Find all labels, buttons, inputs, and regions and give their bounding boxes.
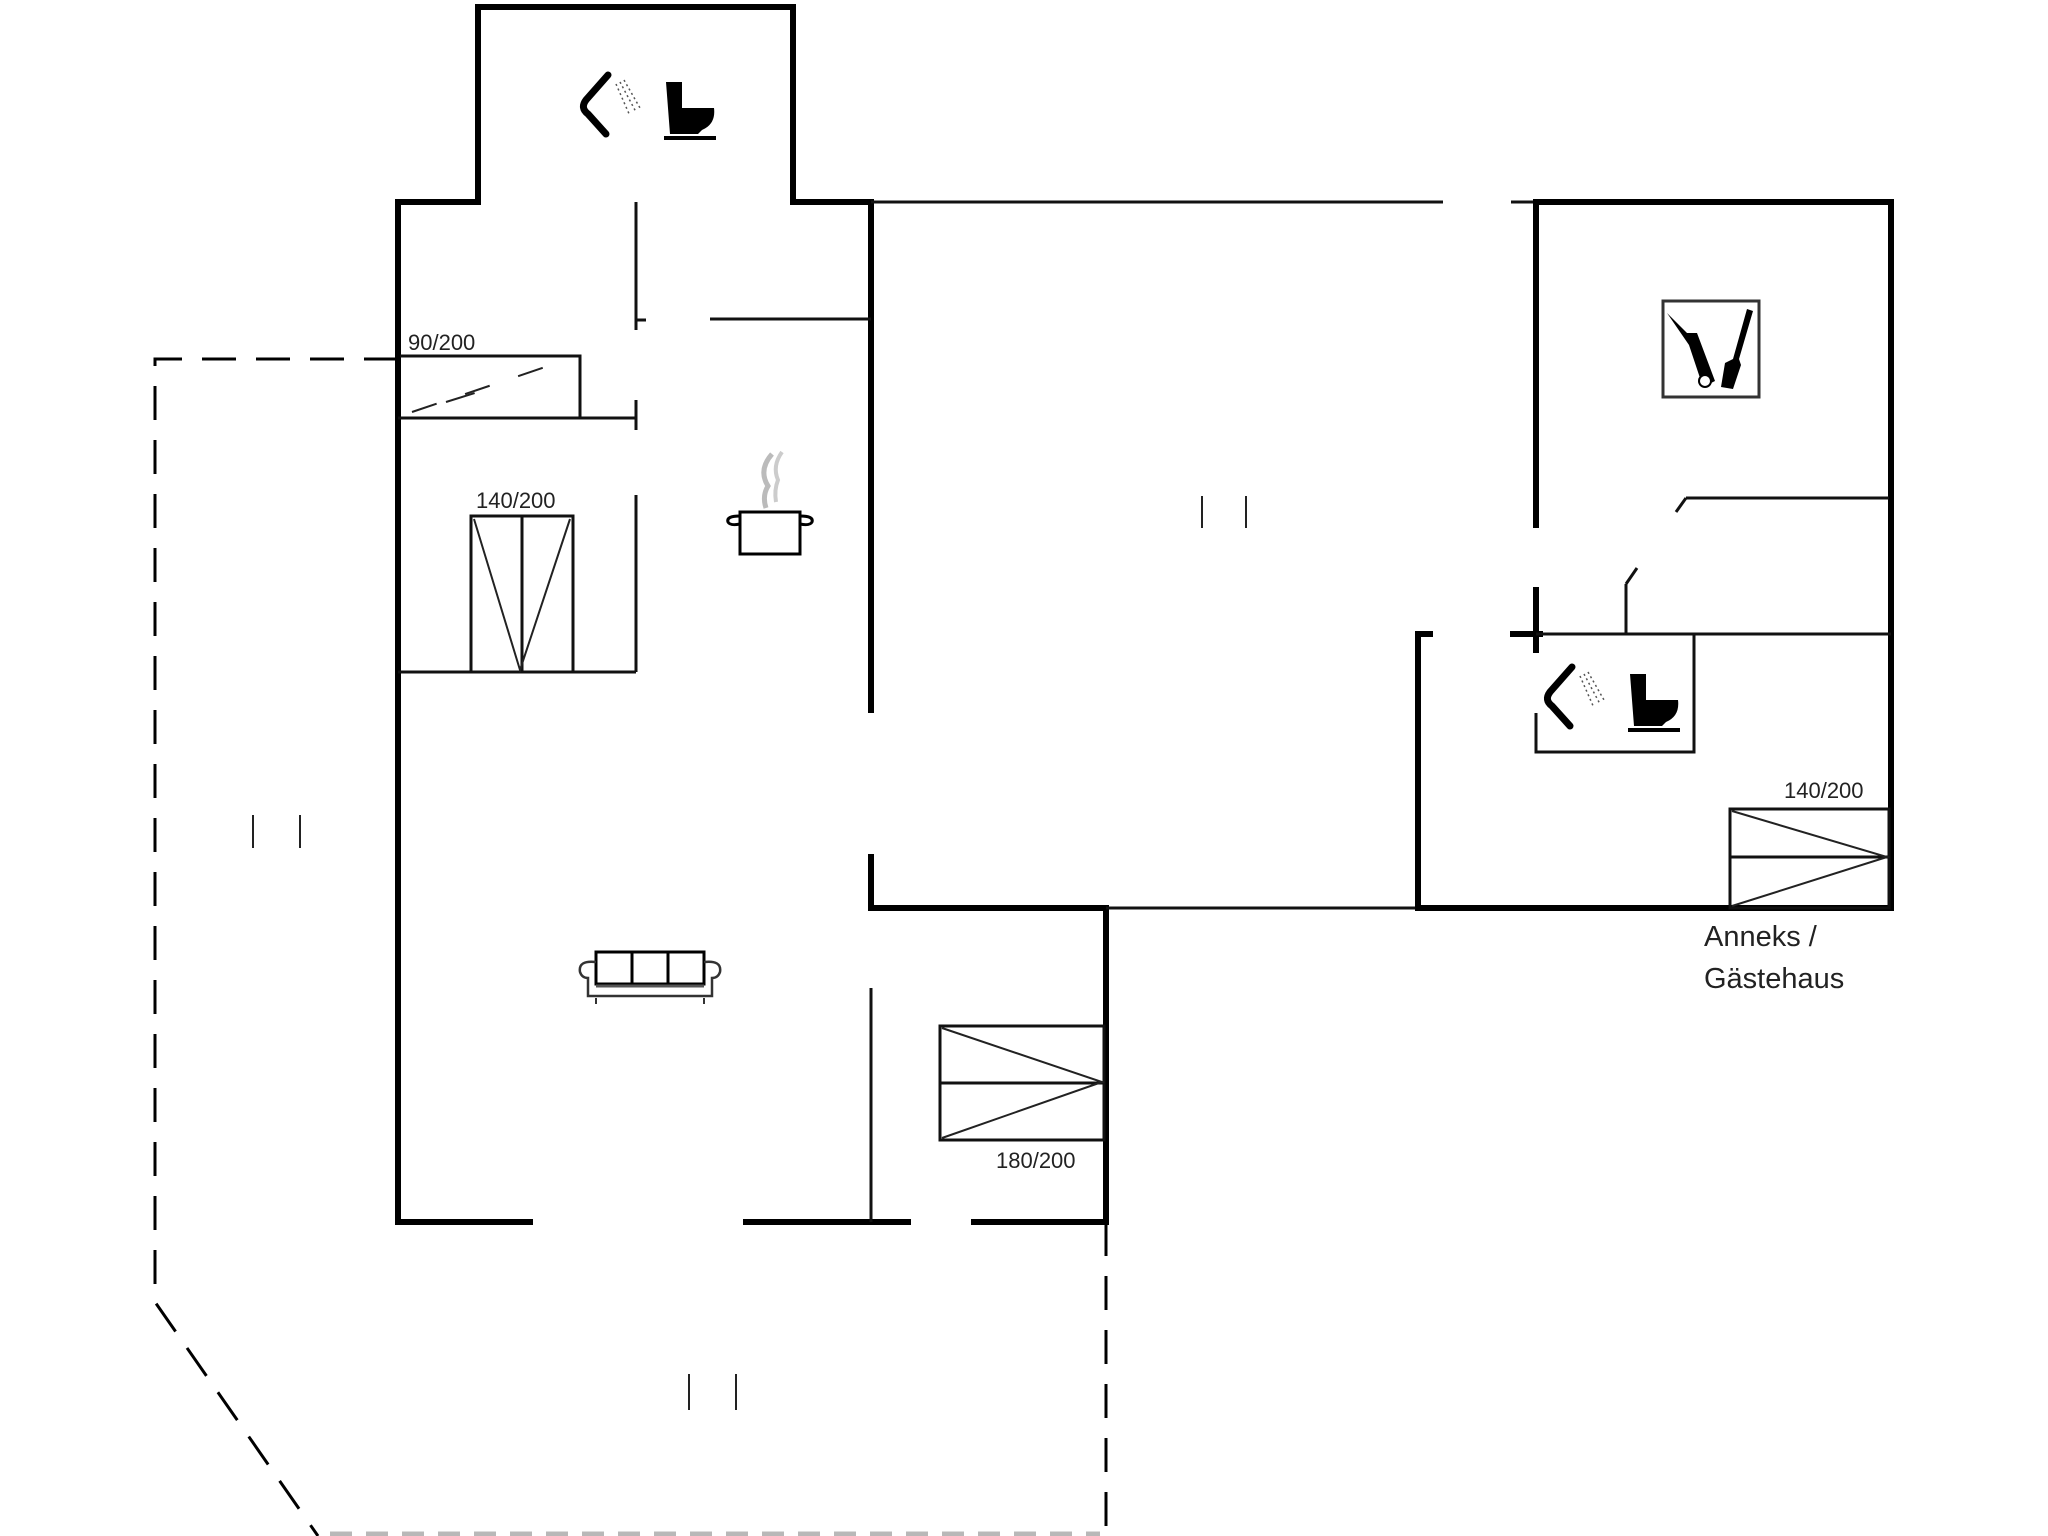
terrace-marker-left bbox=[252, 815, 301, 848]
garden-tools-icon bbox=[1661, 299, 1761, 399]
annex-label-line1: Anneks / bbox=[1704, 921, 1817, 953]
terrace-outline bbox=[153, 357, 1108, 1536]
bed-double-left bbox=[469, 514, 575, 674]
sofa-icon bbox=[578, 950, 722, 1004]
annex-label: Anneks / Gästehaus bbox=[1704, 916, 1844, 1000]
shower-icon bbox=[579, 71, 641, 138]
interior-walls bbox=[398, 202, 871, 674]
annex-walls bbox=[1415, 199, 1894, 911]
bed-label-double-lower: 180/200 bbox=[996, 1148, 1076, 1173]
central-room-marker bbox=[1201, 496, 1247, 528]
annex-bathroom-fixtures bbox=[1543, 663, 1680, 732]
bed-label-double-left: 140/200 bbox=[476, 488, 556, 513]
toilet-icon bbox=[1628, 674, 1680, 732]
main-bathroom-fixtures bbox=[579, 71, 716, 140]
toilet-icon bbox=[664, 82, 716, 140]
annex-label-line2: Gästehaus bbox=[1704, 963, 1845, 995]
terrace-marker-bottom bbox=[688, 1374, 737, 1410]
main-house-walls bbox=[395, 199, 1536, 1225]
bed-label-single: 90/200 bbox=[408, 330, 476, 355]
bed-double-annex bbox=[1728, 807, 1891, 910]
bed-label-double-annex: 140/200 bbox=[1784, 778, 1864, 803]
bed-double-lower bbox=[938, 1024, 1106, 1142]
bed-single bbox=[400, 354, 582, 418]
main-bathroom-walls bbox=[395, 4, 874, 205]
cooking-pot-icon bbox=[726, 450, 814, 556]
shower-icon bbox=[1543, 663, 1605, 730]
